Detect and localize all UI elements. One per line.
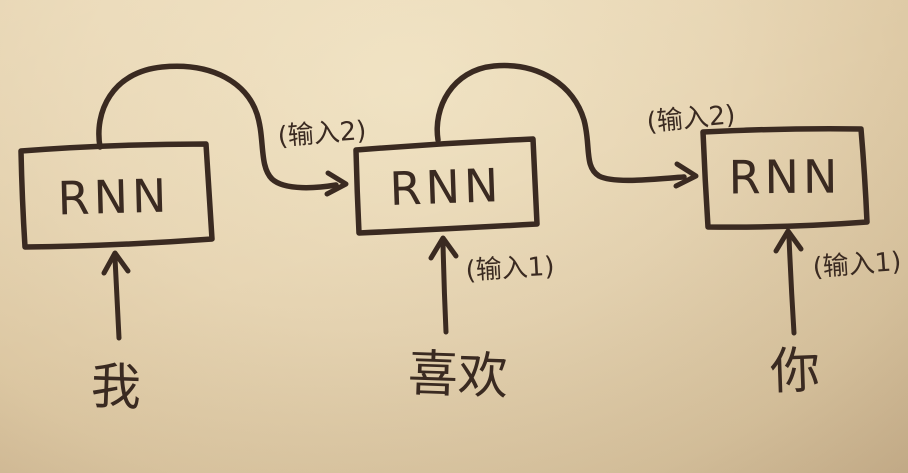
input-arrow-1 (101, 250, 131, 341)
input-word-1: 我 (90, 357, 142, 417)
input-word-2: 喜欢 (407, 344, 509, 405)
rnn-box-2-label: RNN (389, 158, 504, 216)
input-arrow-1-line (112, 255, 122, 341)
rnn-box-3-label: RNN (728, 150, 841, 205)
rnn-box-1-outline (18, 141, 215, 250)
recurrent-arrow-2-head (673, 161, 699, 189)
recurrent-arrow-1-curve (96, 63, 339, 191)
recurrent-arrow-1-label: (输入2) (277, 116, 368, 152)
rnn-box-2-outline (353, 136, 540, 236)
input-arrow-3-label: (输入1) (812, 247, 903, 283)
input-word-3: 你 (769, 341, 821, 401)
input-words: 我 喜欢 你 (90, 341, 821, 417)
input-arrow-2-line (440, 240, 449, 335)
input-arrow-2-label: (输入1) (465, 252, 555, 287)
rnn-box-2: RNN (353, 136, 540, 236)
recurrent-arrow-1: (输入2) (96, 63, 368, 197)
rnn-box-1-label: RNN (57, 169, 171, 226)
rnn-box-1: RNN (18, 141, 215, 250)
input-arrow-2-head (428, 235, 459, 261)
input-arrow-1-head (101, 250, 131, 276)
input-arrow-3-line (786, 234, 797, 336)
recurrent-arrow-1-head (324, 170, 349, 197)
input-arrow-3: (输入1) (773, 228, 903, 336)
input-arrow-3-head (773, 228, 804, 254)
rnn-box-3-outline (700, 126, 870, 230)
input-arrow-2: (输入1) (428, 235, 555, 335)
rnn-box-3: RNN (700, 126, 870, 230)
recurrent-arrow-2-curve (434, 62, 687, 184)
